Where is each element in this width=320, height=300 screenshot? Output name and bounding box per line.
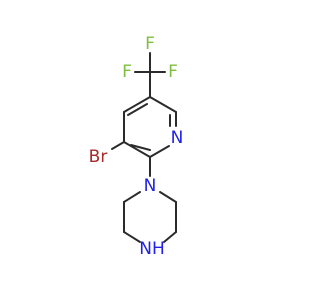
atom-nh-piperazine: NH	[139, 239, 165, 259]
atom-n-pyridine: N	[171, 128, 184, 148]
atom-f-left: F	[122, 62, 132, 82]
molecule-structure: F F F N Br N NH	[89, 34, 184, 259]
atom-f-top: F	[145, 34, 155, 54]
bond-c-br	[111, 141, 125, 150]
bond-pip-c3-n4	[123, 231, 141, 243]
bond-ring-c6-c5	[149, 96, 177, 113]
bond-pip-n4-c5	[163, 231, 177, 243]
atom-labels-group: F F F N Br N NH	[89, 34, 184, 259]
bond-ring-c3-c2-inner	[130, 144, 151, 151]
bond-ring-c5-c4	[123, 96, 151, 113]
atom-f-right: F	[168, 62, 178, 82]
bond-ring-c3-c2	[123, 141, 151, 158]
bond-ring-c2-n1	[149, 145, 170, 158]
bond-pip-n1-c2	[123, 191, 141, 203]
bond-pip-c6-n1	[159, 191, 177, 203]
bonds-group	[111, 52, 177, 243]
bond-ring-c4-c5-inner	[127, 103, 148, 116]
atom-n-piperazine-top: N	[144, 176, 157, 196]
atom-br: Br	[89, 147, 108, 167]
